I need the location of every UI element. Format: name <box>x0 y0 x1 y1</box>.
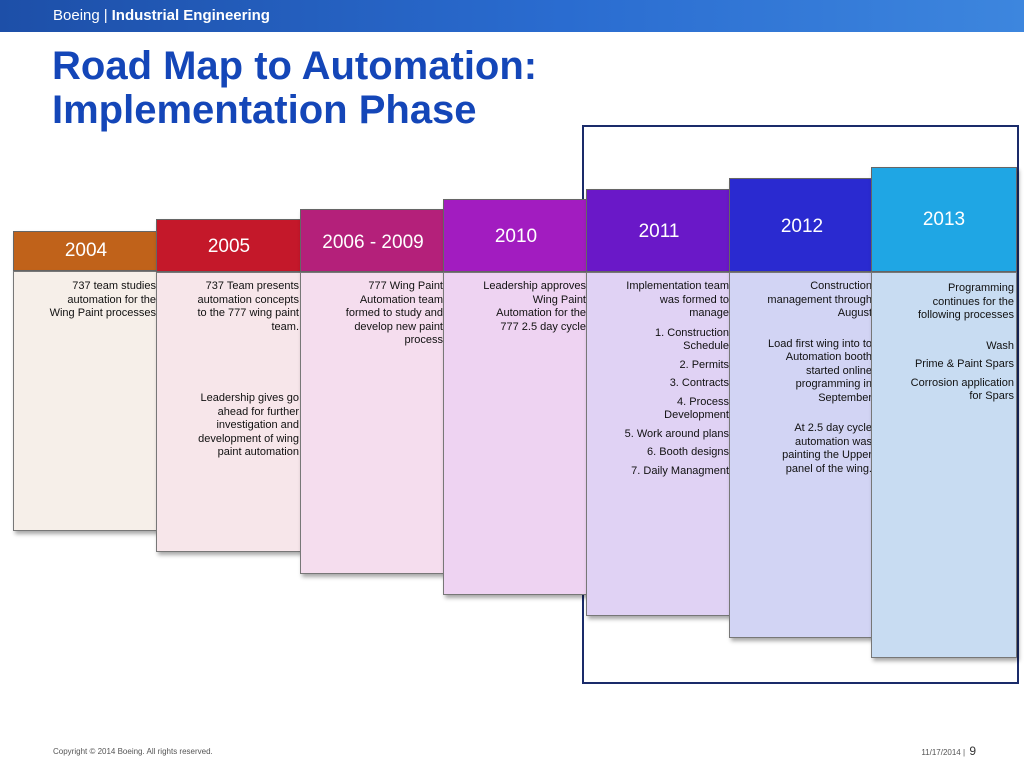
task-list-item: 1. Construction Schedule <box>655 326 729 353</box>
slide-title-line1: Road Map to Automation: <box>52 44 538 88</box>
task-list-item: 7. Daily Managment <box>631 464 729 477</box>
footer-meta: 11/17/2014 | 9 <box>921 744 976 758</box>
year-header: 2006 - 2009 <box>300 209 446 272</box>
timeline-text: 737 team studies automation for the Wing… <box>48 280 156 331</box>
timeline-text: Implementation team was formed to manage… <box>621 280 729 483</box>
year-header: 2010 <box>443 199 589 272</box>
timeline-text: 777 Wing Paint Automation team formed to… <box>335 280 443 358</box>
timeline-paragraph: Construction management through August <box>767 280 872 319</box>
timeline-paragraph: Load first wing into to Automation booth… <box>768 337 872 404</box>
task-list: 1. Construction Schedule 2. Permits 3. Con… <box>621 327 729 479</box>
timeline-text: 737 Team presents automation concepts to… <box>191 280 299 470</box>
timeline-body <box>729 272 875 638</box>
timeline-body <box>13 271 159 531</box>
timeline-body <box>156 272 302 552</box>
timeline-paragraph: 777 Wing Paint Automation team formed to… <box>345 280 443 346</box>
timeline-paragraph: At 2.5 day cycle automation was painting… <box>782 422 872 475</box>
year-header: 2005 <box>156 219 302 272</box>
timeline-body <box>586 272 732 616</box>
brand: Boeing|Industrial Engineering <box>53 7 270 24</box>
timeline-paragraph: Leadership approves Wing Paint Automatio… <box>483 280 586 333</box>
year-header: 2004 <box>13 231 159 271</box>
task-list-item: 6. Booth designs <box>647 446 729 458</box>
timeline-text: Programming continues for the following … <box>906 282 1014 409</box>
timeline-body <box>443 272 589 595</box>
timeline-paragraph: 737 team studies automation for the Wing… <box>49 280 156 319</box>
year-header: 2011 <box>586 189 732 272</box>
page-number: 9 <box>969 744 976 758</box>
timeline-text: Leadership approves Wing Paint Automatio… <box>478 280 586 344</box>
task-list-item: 3. Contracts <box>669 377 729 389</box>
year-header: 2013 <box>871 167 1017 272</box>
footer-date: 11/17/2014 <box>921 748 961 757</box>
header-separator: | <box>103 7 108 24</box>
department-name: Industrial Engineering <box>111 7 270 24</box>
footer-separator: | <box>963 748 966 757</box>
timeline-body <box>871 272 1017 658</box>
timeline-paragraph: 737 Team presents automation concepts to… <box>197 280 299 333</box>
timeline-paragraph: Programming continues for the following … <box>918 282 1014 321</box>
company-name: Boeing <box>53 7 100 24</box>
timeline-paragraph: Corrosion application for Spars <box>910 376 1014 403</box>
copyright: Copyright © 2014 Boeing. All rights rese… <box>53 747 213 756</box>
task-list-item: 4. Process Development <box>664 395 729 422</box>
timeline-body <box>300 272 446 574</box>
task-list-item: 2. Permits <box>679 358 729 371</box>
year-header: 2012 <box>729 178 875 272</box>
task-list-item: 5. Work around plans <box>624 427 729 440</box>
slide-title: Road Map to Automation: Implementation P… <box>52 44 537 132</box>
timeline-paragraph: Leadership gives go ahead for further in… <box>198 392 299 458</box>
timeline-paragraph: Wash <box>986 339 1014 352</box>
timeline-intro: Implementation team was formed to manage <box>626 280 729 319</box>
header-bar: Boeing|Industrial Engineering <box>0 0 1024 32</box>
timeline-paragraph: Prime & Paint Spars <box>914 358 1014 370</box>
slide-title-line2: Implementation Phase <box>52 88 477 132</box>
